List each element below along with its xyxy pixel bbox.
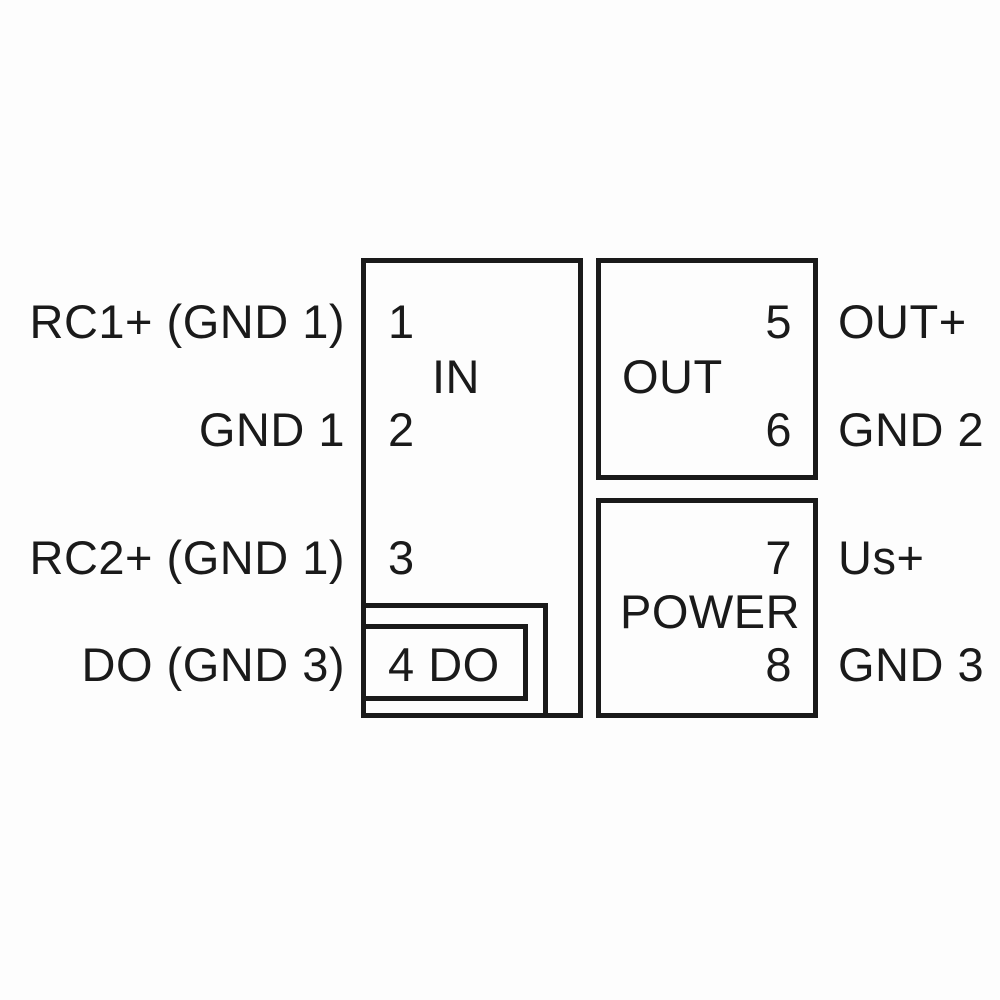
pin-2-number: 2: [388, 403, 415, 456]
out-section-box: [596, 258, 818, 480]
terminal-7-external-label: Us+: [838, 531, 925, 584]
in-section-label: IN: [432, 350, 480, 403]
pin-3-number: 3: [388, 531, 415, 584]
pin-6-number: 6: [765, 403, 792, 456]
do-terminal-box: [361, 624, 528, 701]
do-notch-line-horizontal: [361, 603, 548, 608]
terminal-1-external-label: RC1+ (GND 1): [29, 295, 345, 348]
terminal-6-external-label: GND 2: [838, 403, 985, 456]
pin-5-number: 5: [765, 295, 792, 348]
power-section-box: [596, 498, 818, 718]
terminal-3-external-label: RC2+ (GND 1): [29, 531, 345, 584]
power-section-label: POWER: [620, 585, 801, 638]
terminal-8-external-label: GND 3: [838, 638, 985, 691]
pin-7-number: 7: [765, 531, 792, 584]
in-section-box: [361, 258, 583, 718]
out-section-label: OUT: [622, 350, 723, 403]
terminal-4-external-label: DO (GND 3): [81, 638, 345, 691]
pin-1-number: 1: [388, 295, 415, 348]
pin-4-number: 4 DO: [388, 638, 500, 691]
pin-8-number: 8: [765, 638, 792, 691]
terminal-5-external-label: OUT+: [838, 295, 967, 348]
terminal-2-external-label: GND 1: [198, 403, 345, 456]
do-notch-line-vertical: [543, 603, 548, 718]
